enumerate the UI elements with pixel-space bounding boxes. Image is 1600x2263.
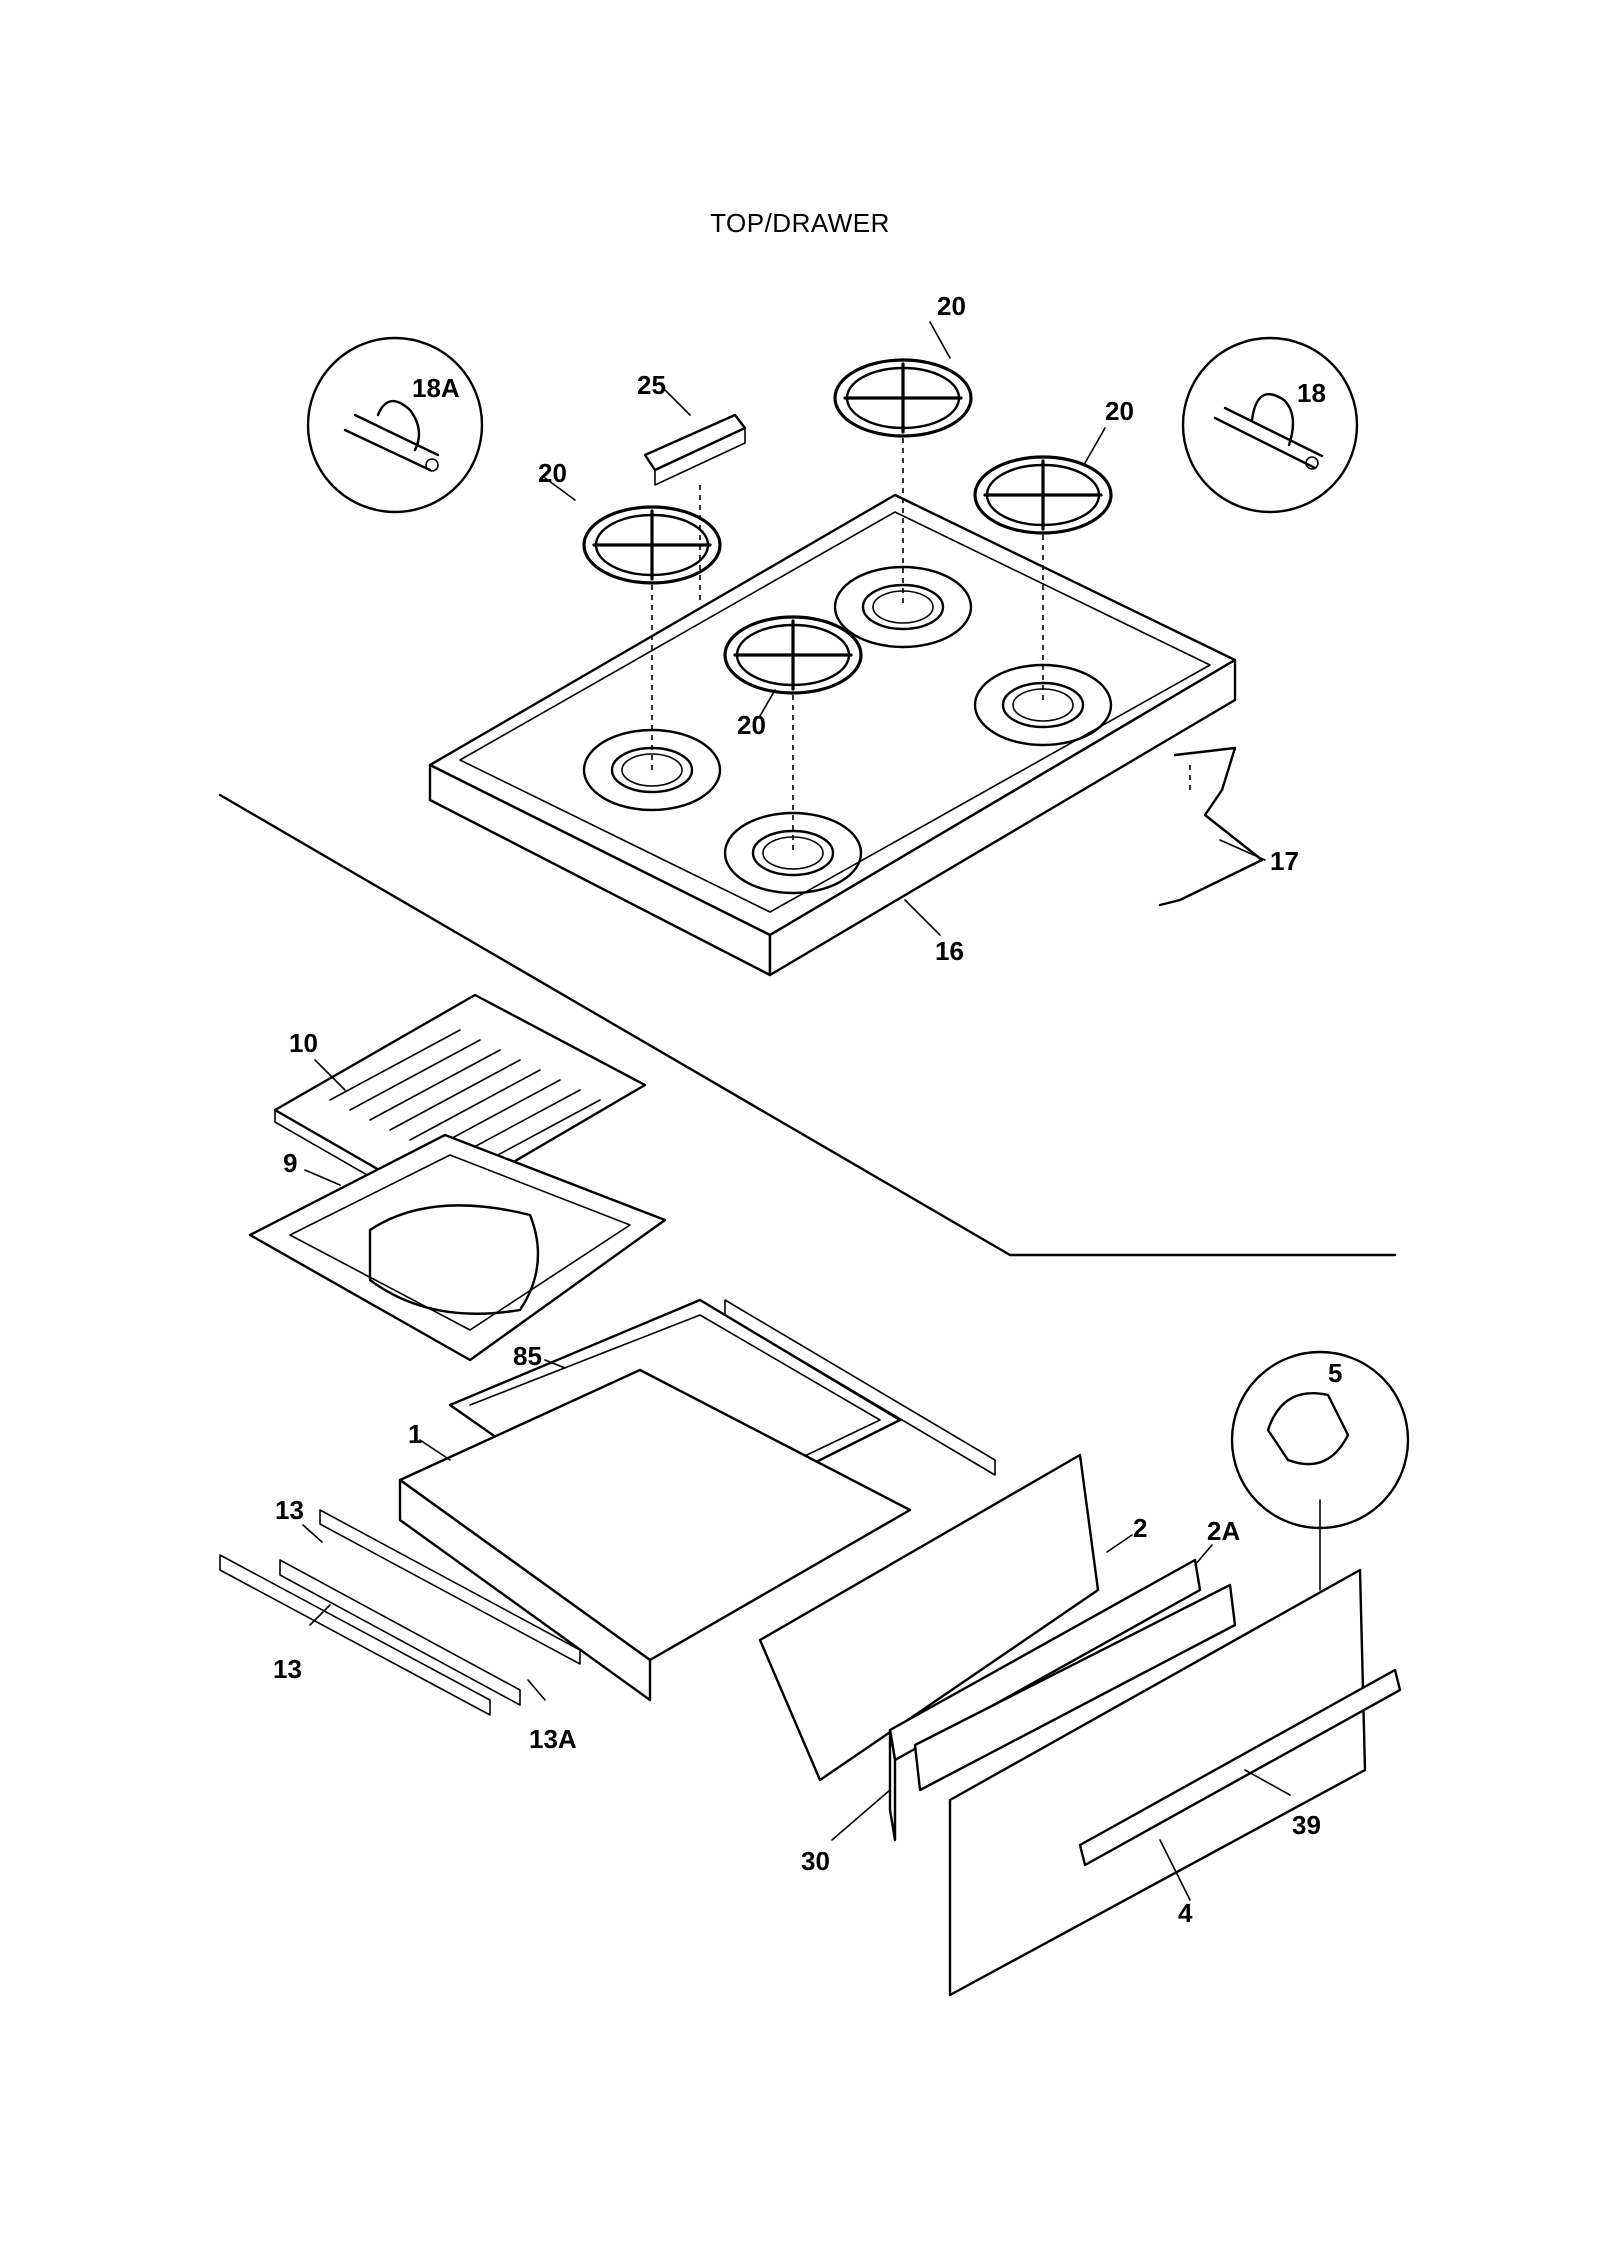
callout-10: 10 — [289, 1028, 318, 1058]
callout-25: 25 — [637, 370, 666, 400]
callout-30: 30 — [801, 1846, 830, 1876]
part-30-bar — [913, 1583, 1237, 1792]
callout-20-right-grate: 20 — [1105, 396, 1134, 426]
part-17 — [1158, 746, 1264, 907]
part-39-handle — [1078, 1668, 1402, 1867]
callout-85: 85 — [513, 1341, 542, 1371]
callout-13-upper: 13 — [275, 1495, 304, 1525]
callout-17: 17 — [1270, 846, 1299, 876]
callout-2: 2 — [1133, 1513, 1148, 1543]
callout-2A: 2A — [1207, 1516, 1241, 1546]
callout-20-front-left-grate: 20 — [538, 458, 567, 488]
part-2A-panel — [888, 1558, 1202, 1842]
part-9-broiler-pan — [248, 1133, 667, 1362]
part-18-circle — [1181, 336, 1359, 514]
callout-5: 5 — [1328, 1358, 1343, 1388]
callout-1: 1 — [408, 1419, 423, 1449]
part-18A-circle — [306, 336, 484, 514]
parts-13-slides — [219, 1299, 996, 1716]
callout-39: 39 — [1292, 1810, 1321, 1840]
callout-9: 9 — [283, 1148, 298, 1178]
callout-13-lower: 13 — [273, 1654, 302, 1684]
part-2-drawer-side — [758, 1453, 1100, 1782]
callout-18A: 18A — [412, 373, 460, 403]
part-4-drawer-front — [948, 1568, 1367, 1997]
callout-20-rear-left-grate: 20 — [937, 291, 966, 321]
burner-grates-20 — [582, 358, 1113, 695]
part-25 — [643, 413, 747, 600]
callout-18: 18 — [1297, 378, 1326, 408]
callout-13A: 13A — [529, 1724, 577, 1754]
callout-16: 16 — [935, 936, 964, 966]
callout-4: 4 — [1178, 1898, 1193, 1928]
diagram-title: TOP/DRAWER — [710, 208, 890, 238]
part-1-drawer — [398, 1368, 912, 1702]
callout-20-center-grate: 20 — [737, 710, 766, 740]
cooktop-16 — [428, 493, 1237, 977]
grate-to-bowl-dash-lines — [651, 438, 1191, 853]
callout-leader-lines — [302, 321, 1321, 1901]
section-divider-line — [218, 793, 1397, 1257]
